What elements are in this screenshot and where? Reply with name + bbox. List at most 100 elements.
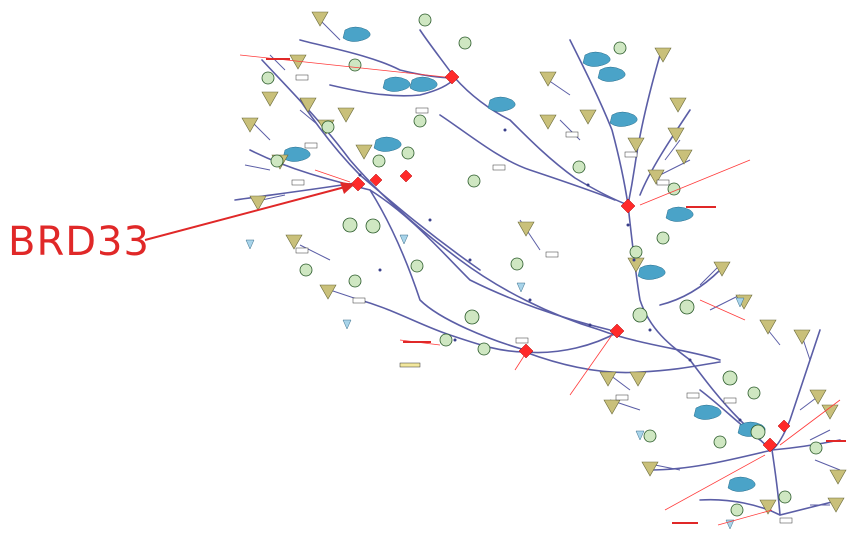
site-icon [713, 435, 727, 449]
reservoir-icon [727, 476, 756, 492]
stations [350, 69, 791, 453]
site-icon [401, 146, 415, 160]
gauge-icon [675, 149, 693, 165]
site-icon [348, 58, 362, 72]
gauge-icon [827, 497, 845, 513]
gauge-icon [311, 11, 329, 27]
gauge-icon [516, 282, 526, 293]
gauge-icon [793, 329, 811, 345]
gauge-icon [629, 371, 647, 387]
site-icon [809, 441, 823, 455]
gauge-icon [355, 144, 373, 160]
river-top-3 [329, 77, 456, 97]
site-icon [632, 307, 648, 323]
gauge-icon [285, 234, 303, 250]
site-icon [477, 342, 491, 356]
site-icon [365, 218, 381, 234]
reservoir-icon [342, 26, 371, 42]
site-icon [679, 299, 695, 315]
gauge-icon [299, 97, 317, 113]
gauge-icon [669, 97, 687, 113]
site-icon [629, 245, 643, 259]
reservoir-icon [487, 96, 516, 112]
gauge-icon [603, 399, 621, 415]
gauge-icon [759, 319, 777, 335]
site-icon [418, 13, 432, 27]
site-icon [410, 259, 424, 273]
site-icon [270, 154, 284, 168]
station-icon [609, 323, 625, 339]
gauge-icon [635, 430, 645, 441]
gauge-icon [647, 169, 665, 185]
site-icon [342, 217, 358, 233]
site-icon [750, 424, 766, 440]
river-right-lower-4 [649, 449, 773, 471]
reservoir-icon [597, 66, 626, 82]
river-right-2 [627, 54, 661, 206]
gauge-icon [654, 47, 672, 63]
red-notes [266, 58, 846, 524]
gauge-icon [641, 461, 659, 477]
site-icon [643, 429, 657, 443]
site-icon [261, 71, 275, 85]
gauge-icon [627, 137, 645, 153]
gauge-icon [829, 469, 847, 485]
river-lower-branch [359, 299, 619, 354]
site-icon [321, 120, 335, 134]
site-icon [299, 263, 313, 277]
site-icon [413, 114, 427, 128]
site-icon [348, 274, 362, 288]
reservoir-icon [637, 264, 666, 280]
label-boxes [291, 74, 793, 524]
site-icon [778, 490, 792, 504]
gauge-icon [517, 221, 535, 237]
river-right-lower-3 [771, 449, 781, 516]
river-left-5 [369, 189, 526, 351]
gauge-icon [599, 371, 617, 387]
site-icon [613, 41, 627, 55]
reservoir-icon [609, 111, 638, 127]
site-icon [439, 333, 453, 347]
station-icon [399, 169, 413, 183]
station-icon [369, 173, 383, 187]
gauge-icon [539, 71, 557, 87]
brd33-callout-arrow [144, 182, 355, 241]
river-right-1 [569, 39, 629, 206]
site-icon [747, 386, 761, 400]
gauge-icon [249, 195, 267, 211]
station-icon [444, 69, 460, 85]
gauge-icon [337, 107, 355, 123]
site-icon [730, 503, 744, 517]
station-icon [620, 198, 636, 214]
reservoir-icon [382, 76, 411, 92]
gauge-icon [759, 499, 777, 515]
gauge-icon [245, 239, 255, 250]
gauge-icon [241, 117, 259, 133]
station-icon [777, 419, 791, 433]
site-icon [510, 257, 524, 271]
reservoir-icon [409, 76, 438, 92]
station-icon [762, 437, 778, 453]
river-left-4 [234, 182, 356, 201]
river-right-mid [659, 269, 721, 306]
gauge-icon [399, 234, 409, 245]
site-icon [464, 309, 480, 325]
site-icon [722, 370, 738, 386]
river-top-5 [439, 114, 616, 201]
brd33-callout-label: BRD33 [8, 219, 150, 265]
gauge-icon [539, 114, 557, 130]
gauge-icon [809, 389, 827, 405]
reservoir-icon [582, 51, 611, 67]
gauge-icon [821, 404, 839, 420]
reservoir-icon [282, 146, 311, 162]
station-icon [518, 343, 534, 359]
station-icon [350, 176, 366, 192]
gauge-icon [342, 319, 352, 330]
site-icons [261, 13, 823, 517]
reservoir-icon [373, 136, 402, 152]
site-icon [572, 160, 586, 174]
gauge-icon [735, 297, 745, 308]
gauges [241, 11, 847, 515]
river-left-2 [249, 149, 611, 331]
